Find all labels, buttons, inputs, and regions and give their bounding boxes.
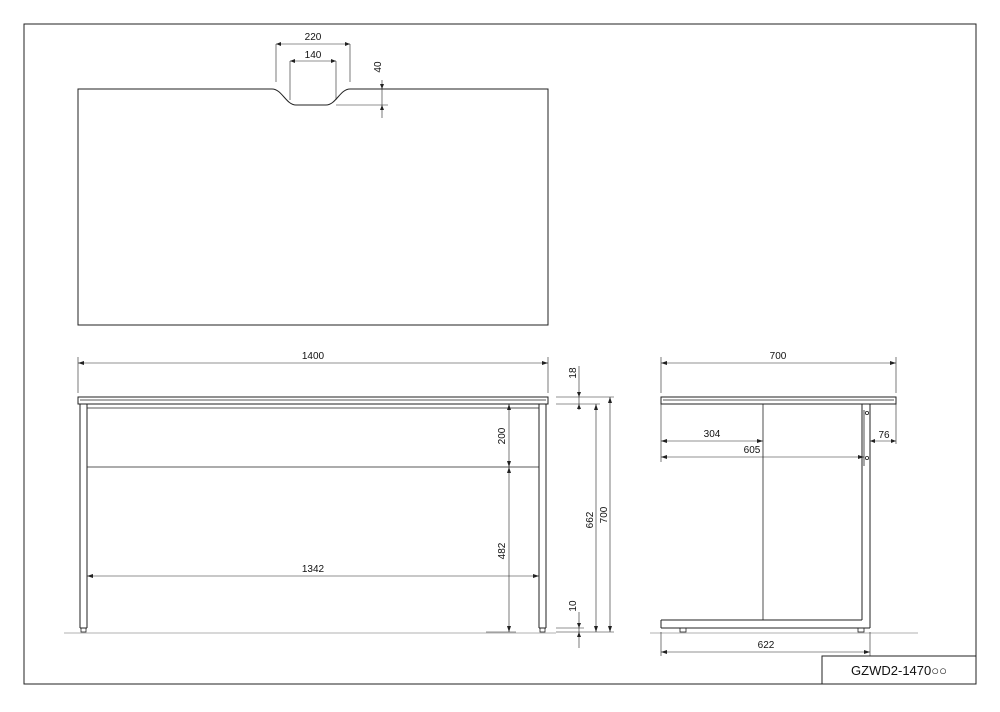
dim-arrows-18 xyxy=(577,392,581,409)
dim-apron-height: 200 xyxy=(497,427,508,444)
right-foot xyxy=(539,627,546,633)
dim-arrows-10 xyxy=(577,623,581,637)
dim-notch-inner-width: 140 xyxy=(305,50,322,61)
screw-bottom xyxy=(865,455,870,460)
dim-base-depth: 622 xyxy=(758,640,775,651)
screw-top xyxy=(865,410,870,415)
dim-leg-clear-height: 482 xyxy=(497,542,508,559)
front-desktop xyxy=(77,396,549,405)
title-block xyxy=(821,655,977,685)
dim-overall-width: 1400 xyxy=(302,351,325,362)
dim-arrows-140 xyxy=(290,59,336,63)
desktop-outline-with-cable-notch xyxy=(77,88,549,326)
dim-overall-height: 700 xyxy=(599,506,610,523)
side-rear-foot xyxy=(857,627,865,633)
dim-top-thickness: 18 xyxy=(568,367,579,379)
dim-panel-offset: 304 xyxy=(704,429,721,440)
side-desktop xyxy=(660,396,897,405)
dim-inner-width: 1342 xyxy=(302,564,325,575)
dim-foot-height: 10 xyxy=(568,600,579,612)
left-foot xyxy=(80,627,87,633)
front-view: 1400 200 482 1342 18 662 700 xyxy=(64,351,614,648)
dim-frame-offset: 605 xyxy=(744,445,761,456)
dim-notch-depth: 40 xyxy=(373,61,384,73)
dim-notch-outer-width: 220 xyxy=(305,32,322,43)
side-view: 700 304 605 76 622 xyxy=(650,351,918,656)
dim-rear-setback: 76 xyxy=(878,430,890,441)
drawing-border xyxy=(23,23,977,685)
dim-height-to-top: 662 xyxy=(585,511,596,528)
side-front-foot xyxy=(679,627,687,633)
dim-overall-depth: 700 xyxy=(770,351,787,362)
model-number: GZWD2-1470○○ xyxy=(851,663,947,678)
top-view: 220 140 40 xyxy=(77,32,549,326)
